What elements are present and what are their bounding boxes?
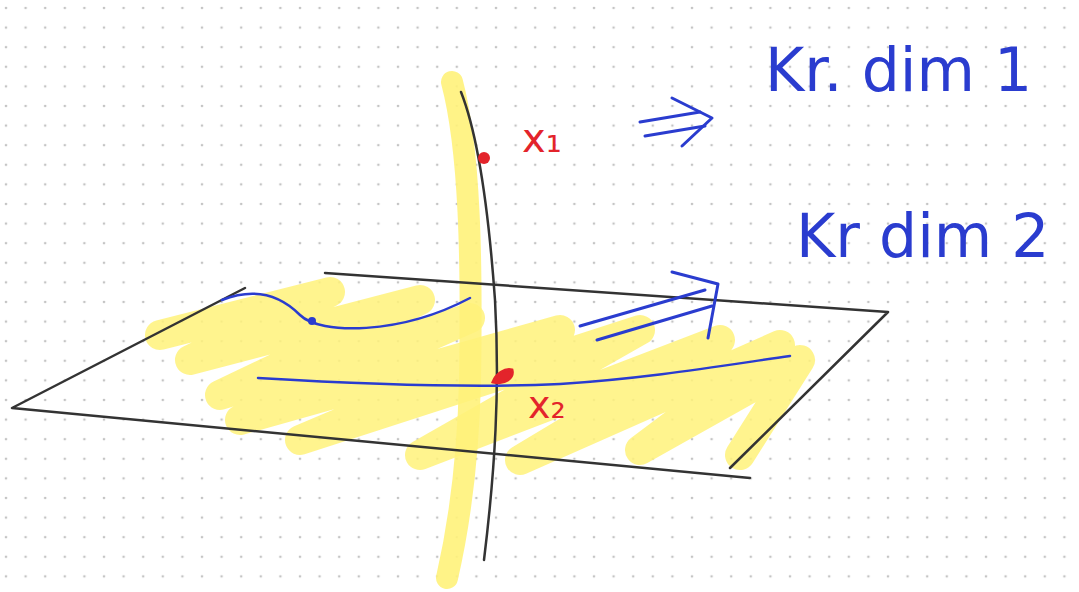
plane-outline <box>12 273 888 478</box>
point-x2 <box>493 370 512 383</box>
implies-arrow <box>580 272 718 340</box>
curve-point <box>308 317 316 325</box>
point-label: x₂ <box>528 386 566 424</box>
implies-arrow <box>640 98 712 146</box>
line-highlight <box>447 82 471 578</box>
point-label: x₁ <box>522 118 562 158</box>
plane-curve <box>258 356 790 386</box>
point-x1 <box>478 152 490 164</box>
note-label: Kr dim 2 <box>796 206 1050 266</box>
plane-curve <box>222 294 470 329</box>
vertical-curve <box>461 92 497 560</box>
note-label: Kr. dim 1 <box>765 40 1032 100</box>
